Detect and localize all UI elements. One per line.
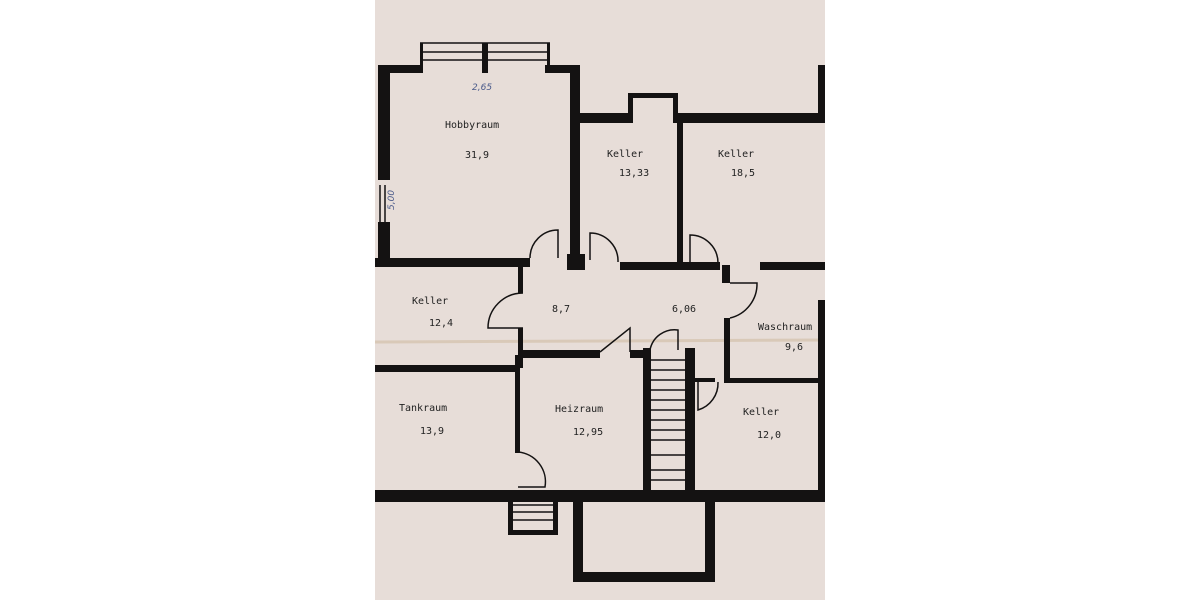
room-name: Tankraum bbox=[399, 403, 447, 414]
room-name: Keller bbox=[607, 149, 643, 160]
room-name: Hobbyraum bbox=[445, 120, 499, 131]
doors-and-stairs bbox=[379, 42, 758, 521]
room-area: 8,7 bbox=[552, 304, 570, 315]
room-area: 12,4 bbox=[429, 318, 453, 329]
paper-fold bbox=[374, 338, 826, 344]
room-area: 18,5 bbox=[731, 168, 755, 179]
room-area: 13,9 bbox=[420, 426, 444, 437]
room-name: Keller bbox=[412, 296, 448, 307]
room-name: Keller bbox=[743, 407, 779, 418]
room-area: 12,0 bbox=[757, 430, 781, 441]
room-labels: Hobbyraum 31,9 Keller 13,33 Keller 18,5 … bbox=[387, 83, 812, 441]
room-area: 13,33 bbox=[619, 168, 649, 179]
walls bbox=[375, 43, 825, 582]
room-name: Keller bbox=[718, 149, 754, 160]
handwritten-width: 2,65 bbox=[472, 83, 492, 93]
room-area: 9,6 bbox=[785, 342, 803, 353]
room-area: 12,95 bbox=[573, 427, 603, 438]
room-name: Waschraum bbox=[758, 322, 812, 333]
room-area: 31,9 bbox=[465, 150, 489, 161]
handwritten-height: 5,00 bbox=[387, 190, 397, 210]
room-name: Heizraum bbox=[555, 404, 603, 415]
room-area: 6,06 bbox=[672, 304, 696, 315]
